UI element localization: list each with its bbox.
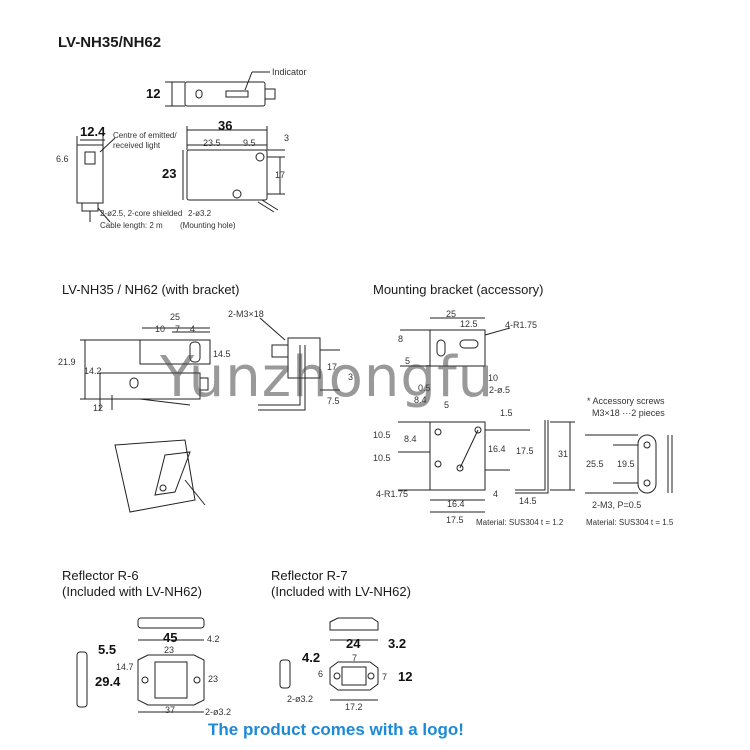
r6-dim-45: 45 [163, 630, 178, 645]
dim-23: 23 [162, 166, 177, 181]
logo-note: The product comes with a logo! [208, 720, 464, 739]
r7-phi: 2-ø3.2 [287, 694, 314, 704]
wb-dim-7: 7 [175, 324, 181, 334]
mb-material-1: Material: SUS304 t = 1.2 [476, 518, 564, 527]
sensor-front-view [183, 126, 285, 212]
r6-phi: 2-ø3.2 [205, 707, 232, 717]
wb-dim-4: 4 [190, 324, 196, 334]
wb-dim-7-5: 7.5 [327, 396, 340, 406]
sensor-top-view [165, 72, 275, 106]
mb-dim-8-4b: 8.4 [404, 434, 417, 444]
mb-dim-4: 4 [493, 489, 499, 499]
dim-3: 3 [284, 133, 290, 143]
mb-dim-10: 10 [488, 373, 499, 383]
sp-material-2: Material: SUS304 t = 1.5 [586, 518, 674, 527]
r6-dim-14-7: 14.7 [116, 662, 134, 672]
cable-label-2: Cable length: 2 m [100, 221, 163, 230]
screw-plate [585, 435, 672, 493]
wb-dim-17: 17 [327, 362, 338, 372]
sp-dim-25-5: 25.5 [586, 459, 604, 469]
section-r6-1: Reflector R-6 [62, 568, 139, 583]
screws-note-2: M3×18 ···2 pieces [592, 408, 665, 418]
r6-dim-4-2: 4.2 [207, 634, 220, 644]
hole-label-1: 2-ø3.2 [188, 209, 212, 218]
section-r7-2: (Included with LV-NH62) [271, 584, 411, 599]
mb-dim-16-4b: 16.4 [447, 499, 465, 509]
centre-label-1: Centre of emitted/ [113, 131, 177, 140]
section-r6-2: (Included with LV-NH62) [62, 584, 202, 599]
wb-dim-12: 12 [93, 403, 104, 413]
dim-12-4: 12.4 [80, 124, 106, 139]
mb-top-view [400, 318, 510, 366]
mb-dim-8-4: 8.4 [414, 395, 427, 405]
dim-12: 12 [146, 86, 161, 101]
mb-dim-0-5: 0.5 [418, 383, 431, 393]
screws-note-1: * Accessory screws [587, 396, 665, 406]
mb-dim-25: 25 [446, 309, 457, 319]
mb-phi: 2-ø.5 [489, 385, 511, 395]
section-with-bracket: LV-NH35 / NH62 (with bracket) [62, 282, 240, 297]
mb-dim-17-5: 17.5 [516, 446, 534, 456]
section-r7-1: Reflector R-7 [271, 568, 348, 583]
r7-dim-3-2: 3.2 [388, 636, 407, 651]
reflector-r6 [77, 618, 204, 712]
mb-dim-8: 8 [398, 334, 404, 344]
mb-dim-16-4: 16.4 [488, 444, 506, 454]
wb-dim-14-5: 14.5 [213, 349, 231, 359]
r7-dim-12: 12 [398, 669, 413, 684]
r7-dim-6: 6 [318, 669, 324, 679]
r7-dim-4-2: 4.2 [302, 650, 321, 665]
mb-r1-75: 4-R1.75 [505, 320, 538, 330]
mb-dim-10-5a: 10.5 [373, 430, 391, 440]
page-title: LV-NH35/NH62 [58, 34, 162, 51]
mb-dim-5: 5 [405, 356, 411, 366]
dim-36: 36 [218, 118, 233, 133]
wb-dim-3: 3 [348, 372, 354, 382]
r7-dim-24: 24 [346, 636, 361, 651]
sp-dim-19-5: 19.5 [617, 459, 635, 469]
sensor-side-view [77, 136, 115, 222]
centre-label-2: received light [113, 141, 161, 150]
r6-dim-23a: 23 [164, 645, 175, 655]
wb-dim-21-9: 21.9 [58, 357, 76, 367]
mb-dim-10-5b: 10.5 [373, 453, 391, 463]
sp-m3p: 2-M3, P=0.5 [592, 500, 642, 510]
mb-dim-31: 31 [558, 449, 569, 459]
mb-dim-12-5: 12.5 [460, 319, 478, 329]
dim-9-5: 9.5 [243, 138, 256, 148]
mb-dim-17-5b: 17.5 [446, 515, 464, 525]
dim-23-5: 23.5 [203, 138, 221, 148]
indicator-label: Indicator [272, 67, 307, 77]
wb-dim-10: 10 [155, 324, 166, 334]
r6-dim-29-4: 29.4 [95, 674, 121, 689]
dim-6-6: 6.6 [56, 154, 69, 164]
r7-dim-7a: 7 [352, 653, 358, 663]
r7-dim-17-2: 17.2 [345, 702, 363, 712]
wb-dim-14-2: 14.2 [84, 366, 102, 376]
r6-dim-37: 37 [165, 705, 176, 715]
reflector-r7 [280, 618, 378, 700]
mb-r1-75b: 4-R1.75 [376, 489, 409, 499]
bracket-top-view [80, 328, 210, 410]
wb-m3: 2-M3×18 [228, 309, 264, 319]
mb-front-view [398, 422, 575, 512]
mb-dim-5b: 5 [444, 400, 450, 410]
mb-dim-14-5: 14.5 [519, 496, 537, 506]
section-mounting-bracket: Mounting bracket (accessory) [373, 282, 544, 297]
cable-label-1: 2-ø2.5, 2-core shielded [100, 209, 183, 218]
watermark-text: Yunzhongfu [160, 345, 495, 410]
bracket-iso-view [115, 440, 205, 512]
mb-side-view [515, 420, 548, 493]
r6-dim-5-5: 5.5 [98, 642, 117, 657]
r7-dim-7b: 7 [382, 672, 388, 682]
mb-dim-1-5: 1.5 [500, 408, 513, 418]
dim-17: 17 [275, 170, 286, 180]
bracket-side-view [258, 318, 340, 410]
r6-dim-23b: 23 [208, 674, 219, 684]
wb-dim-25: 25 [170, 312, 181, 322]
hole-label-2: (Mounting hole) [180, 221, 236, 230]
